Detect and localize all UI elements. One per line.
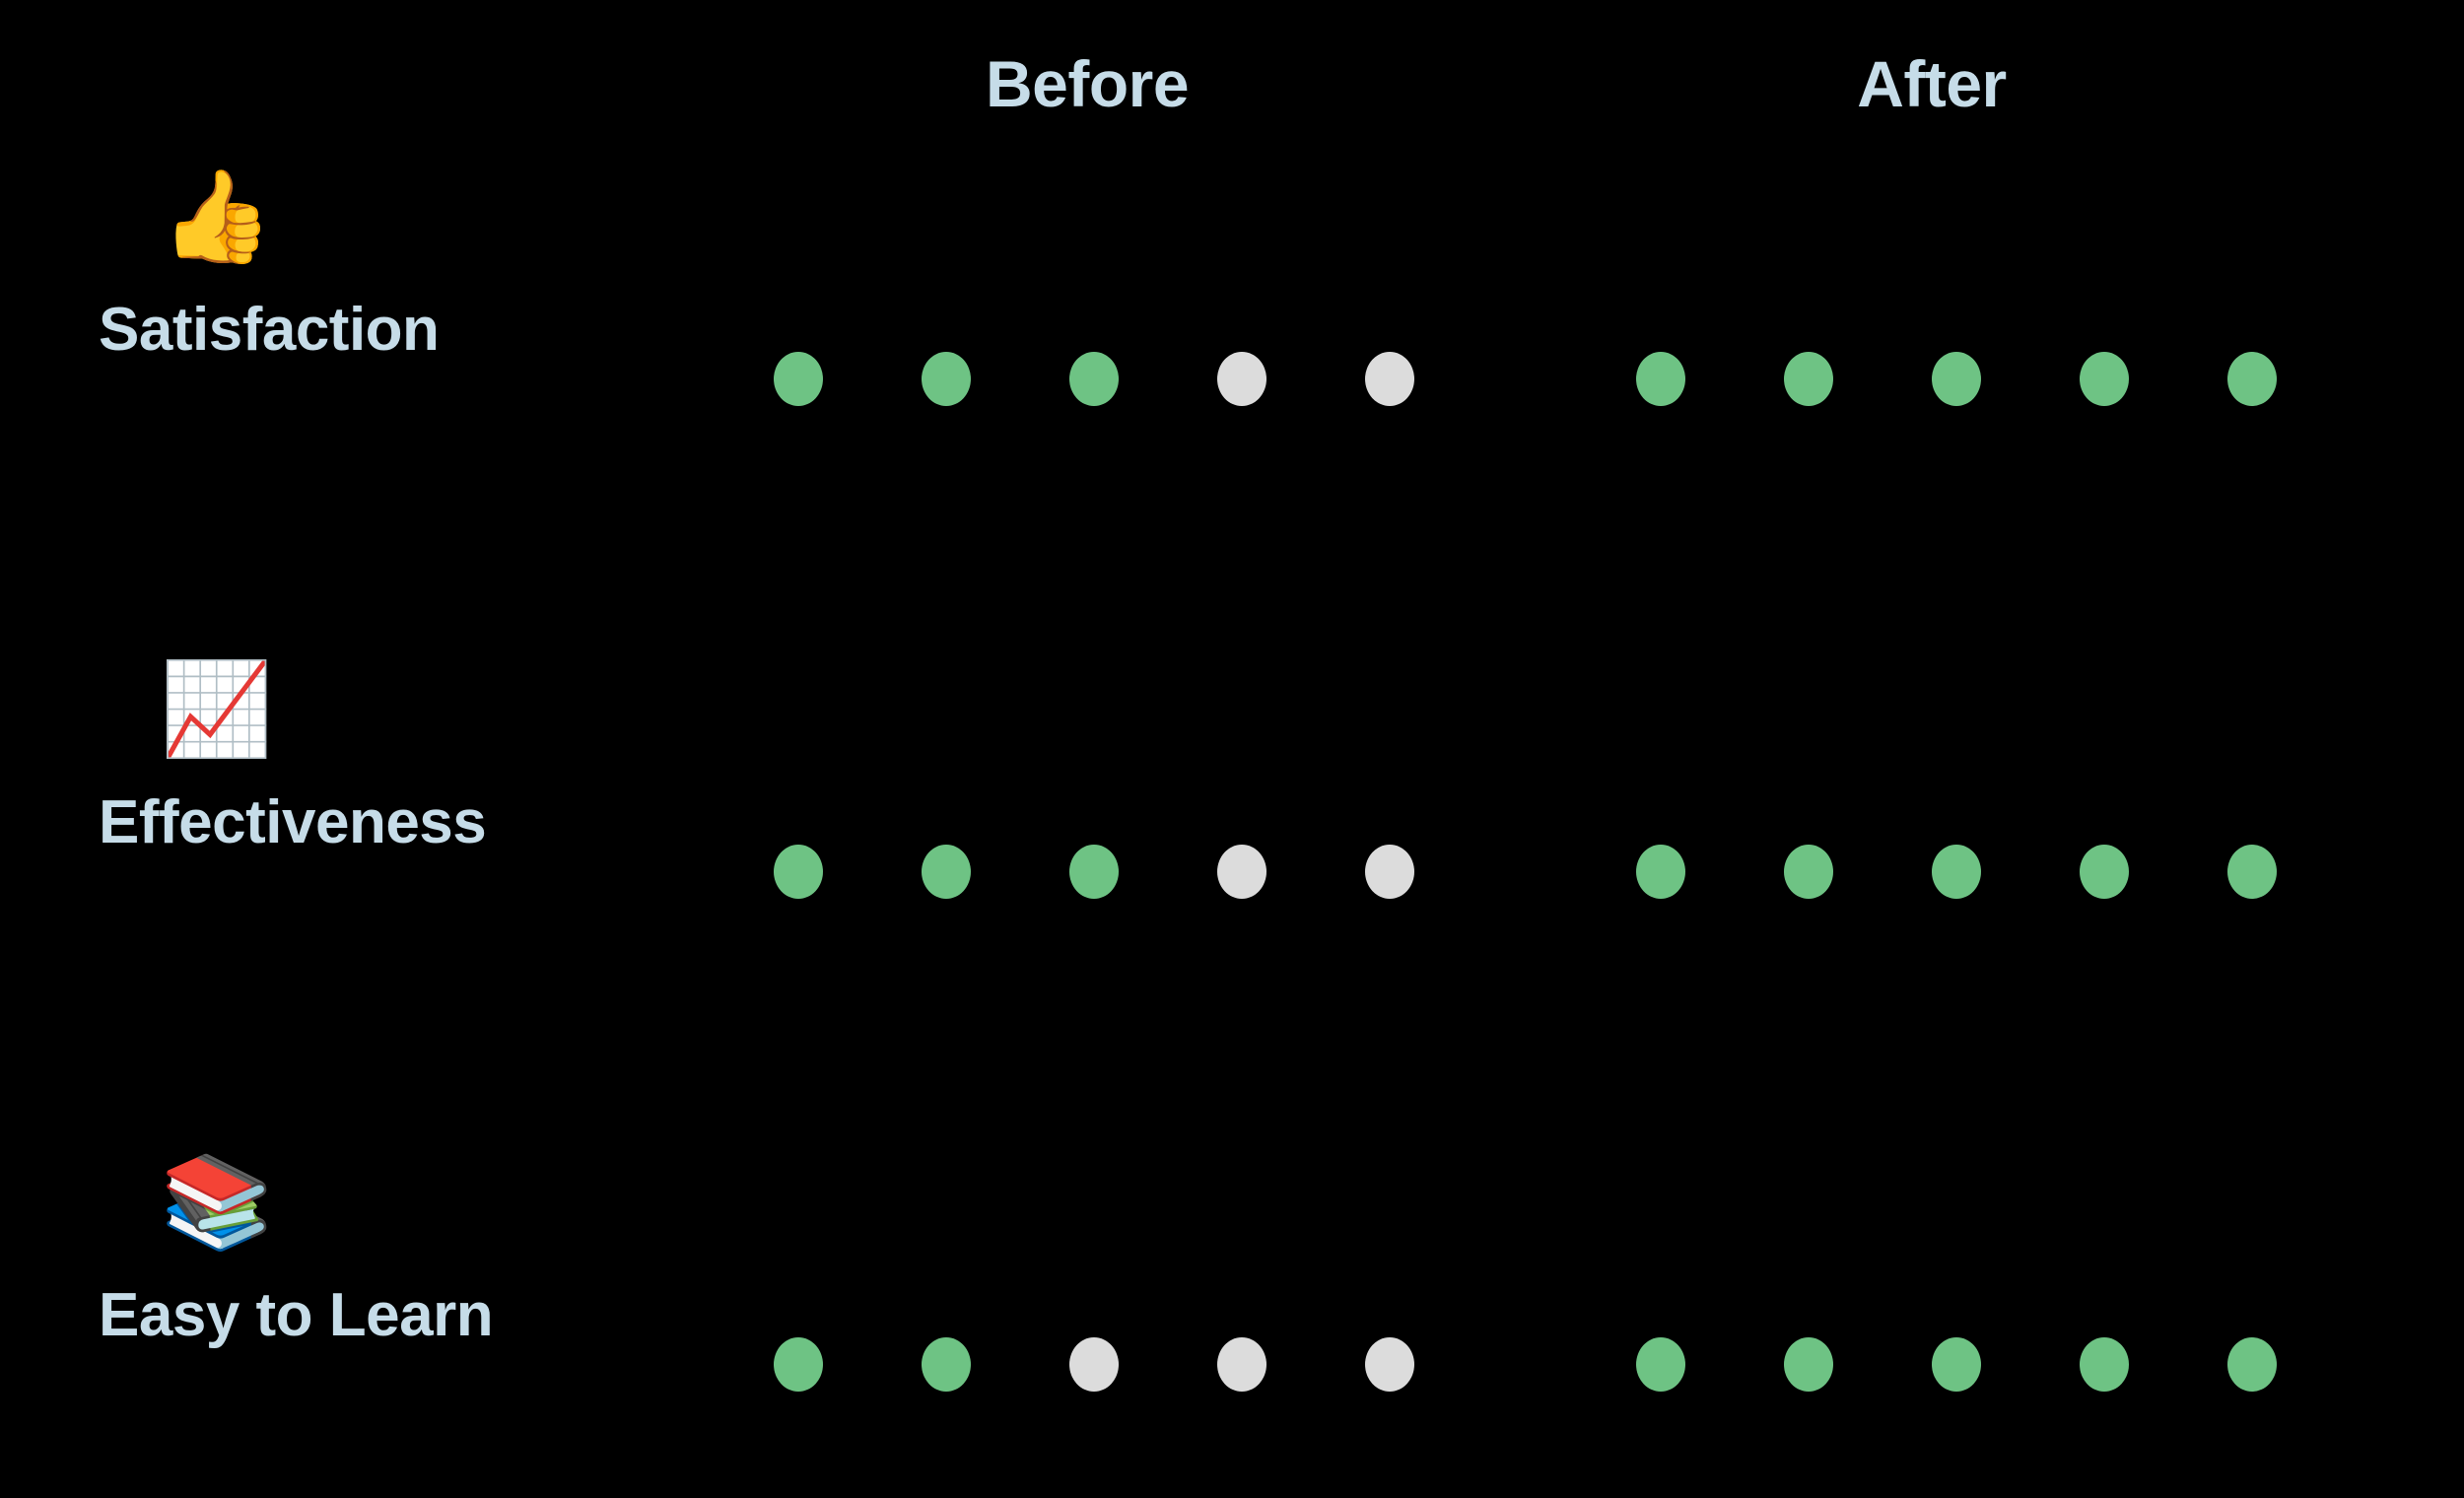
- rating-dot: [2080, 352, 2129, 406]
- rating-dots-after-effectiveness: [1636, 845, 2277, 899]
- rating-dots-after-easy-to-learn: [1636, 1337, 2277, 1392]
- rating-dot: [922, 1337, 971, 1392]
- rating-dot: [922, 845, 971, 899]
- rating-dot: [1784, 845, 1833, 899]
- rating-dot: [1217, 352, 1266, 406]
- column-header-after: After: [1857, 47, 2007, 120]
- chart-increasing-icon: 📈: [160, 656, 274, 762]
- thumbs-up-icon: 👍: [160, 164, 274, 269]
- rating-dot: [1932, 845, 1981, 899]
- rating-dots-before-effectiveness: [774, 845, 1414, 899]
- rating-dot: [1217, 1337, 1266, 1392]
- rating-dot: [1069, 845, 1119, 899]
- rating-dots-before-easy-to-learn: [774, 1337, 1414, 1392]
- rating-dot: [1636, 1337, 1685, 1392]
- rating-dot: [774, 352, 823, 406]
- metric-row-effectiveness: 📈 Effectiveness: [0, 493, 2464, 986]
- column-header-before: Before: [985, 47, 1190, 120]
- rating-dot: [1932, 352, 1981, 406]
- rating-dot: [1932, 1337, 1981, 1392]
- metric-row-easy-to-learn: 📚 Easy to Learn: [0, 986, 2464, 1478]
- rating-dot: [1217, 845, 1266, 899]
- books-icon: 📚: [160, 1149, 274, 1255]
- metric-name-text: Easy to Learn: [99, 1281, 494, 1349]
- rating-dot: [1365, 845, 1414, 899]
- rating-dot: [774, 1337, 823, 1392]
- rating-dot: [2227, 1337, 2277, 1392]
- rating-dot: [1784, 1337, 1833, 1392]
- metric-label-effectiveness: 📈 Effectiveness: [99, 660, 710, 854]
- metric-label-satisfaction: 👍 Satisfaction: [99, 168, 710, 362]
- rating-dot: [1069, 352, 1119, 406]
- rating-dots-after-satisfaction: [1636, 352, 2277, 406]
- rating-dot: [2080, 1337, 2129, 1392]
- rating-dot: [2227, 352, 2277, 406]
- rating-dot: [2080, 845, 2129, 899]
- rating-dot: [2227, 845, 2277, 899]
- rating-dot: [1636, 352, 1685, 406]
- metric-name-text: Effectiveness: [99, 788, 487, 856]
- rating-dot: [1365, 1337, 1414, 1392]
- rating-dot: [1784, 352, 1833, 406]
- rating-dot: [922, 352, 971, 406]
- rating-dot: [774, 845, 823, 899]
- rating-dot: [1636, 845, 1685, 899]
- rating-dot: [1069, 1337, 1119, 1392]
- rating-dots-before-satisfaction: [774, 352, 1414, 406]
- metric-name-text: Satisfaction: [99, 296, 440, 364]
- metric-row-satisfaction: 👍 Satisfaction: [0, 0, 2464, 493]
- metric-label-easy-to-learn: 📚 Easy to Learn: [99, 1153, 710, 1347]
- rating-dot: [1365, 352, 1414, 406]
